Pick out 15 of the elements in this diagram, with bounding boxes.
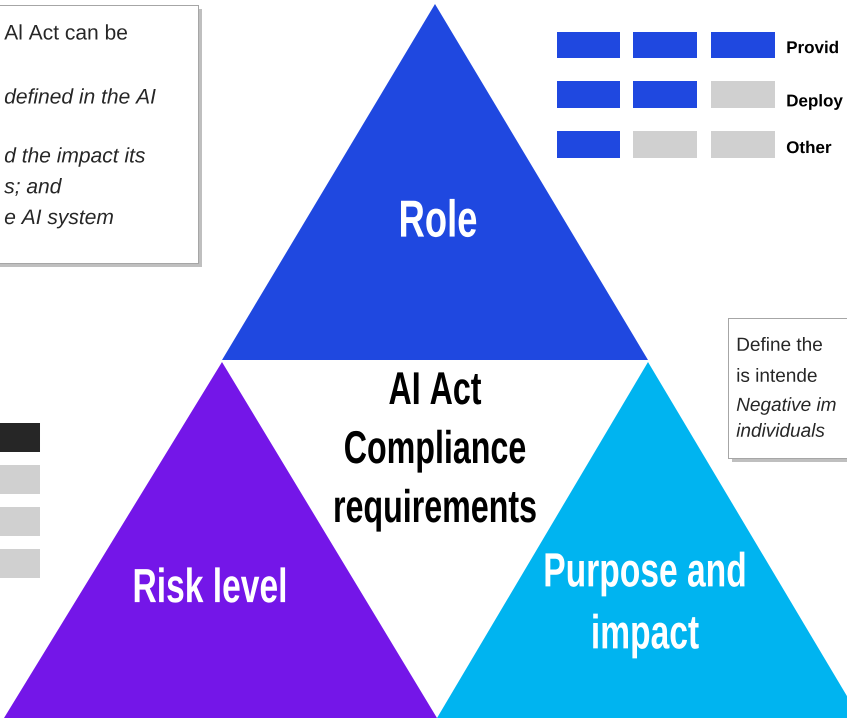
row-label: Other bbox=[786, 140, 832, 154]
row-label: Provid bbox=[787, 40, 838, 54]
callout-text: d the impact its bbox=[4, 147, 145, 167]
callout-text: is intende bbox=[737, 368, 817, 382]
callout-text: e AI system bbox=[4, 210, 113, 228]
callout-box bbox=[0, 4, 202, 267]
row-label: Deploy bbox=[787, 94, 843, 110]
callout-box bbox=[728, 318, 847, 462]
callout-text: Al Act can be bbox=[4, 24, 127, 40]
callout-text: individuals bbox=[736, 423, 824, 437]
callout-text: Define the bbox=[738, 337, 822, 351]
triangle: Role bbox=[222, 4, 648, 360]
callout-text: defined in the AI bbox=[4, 88, 156, 104]
callout-text: Negative im bbox=[736, 397, 836, 415]
callout-text: s; and bbox=[4, 178, 62, 196]
